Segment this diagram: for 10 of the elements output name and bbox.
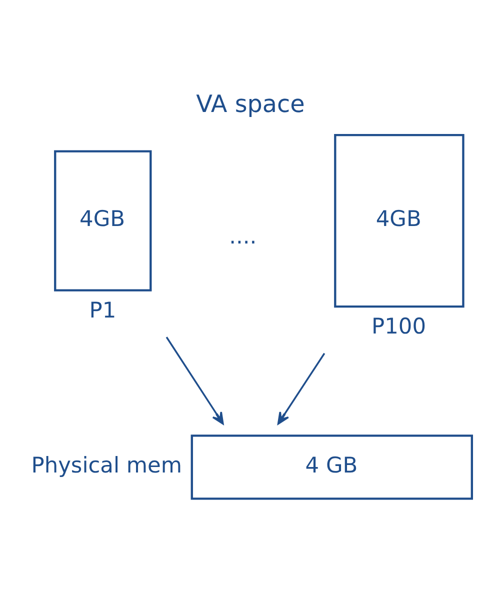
diagram-title: VA space — [196, 89, 304, 118]
node-label: P1 — [88, 298, 116, 323]
node-label: P100 — [371, 314, 426, 340]
node-box: 4GB — [334, 133, 464, 308]
node-box: 4 GB — [190, 434, 472, 500]
label: .... — [228, 224, 256, 250]
arrow — [276, 352, 325, 424]
node-box: 4GB — [54, 150, 152, 291]
arrow — [165, 336, 224, 424]
node-label: Physical mem — [30, 453, 182, 478]
